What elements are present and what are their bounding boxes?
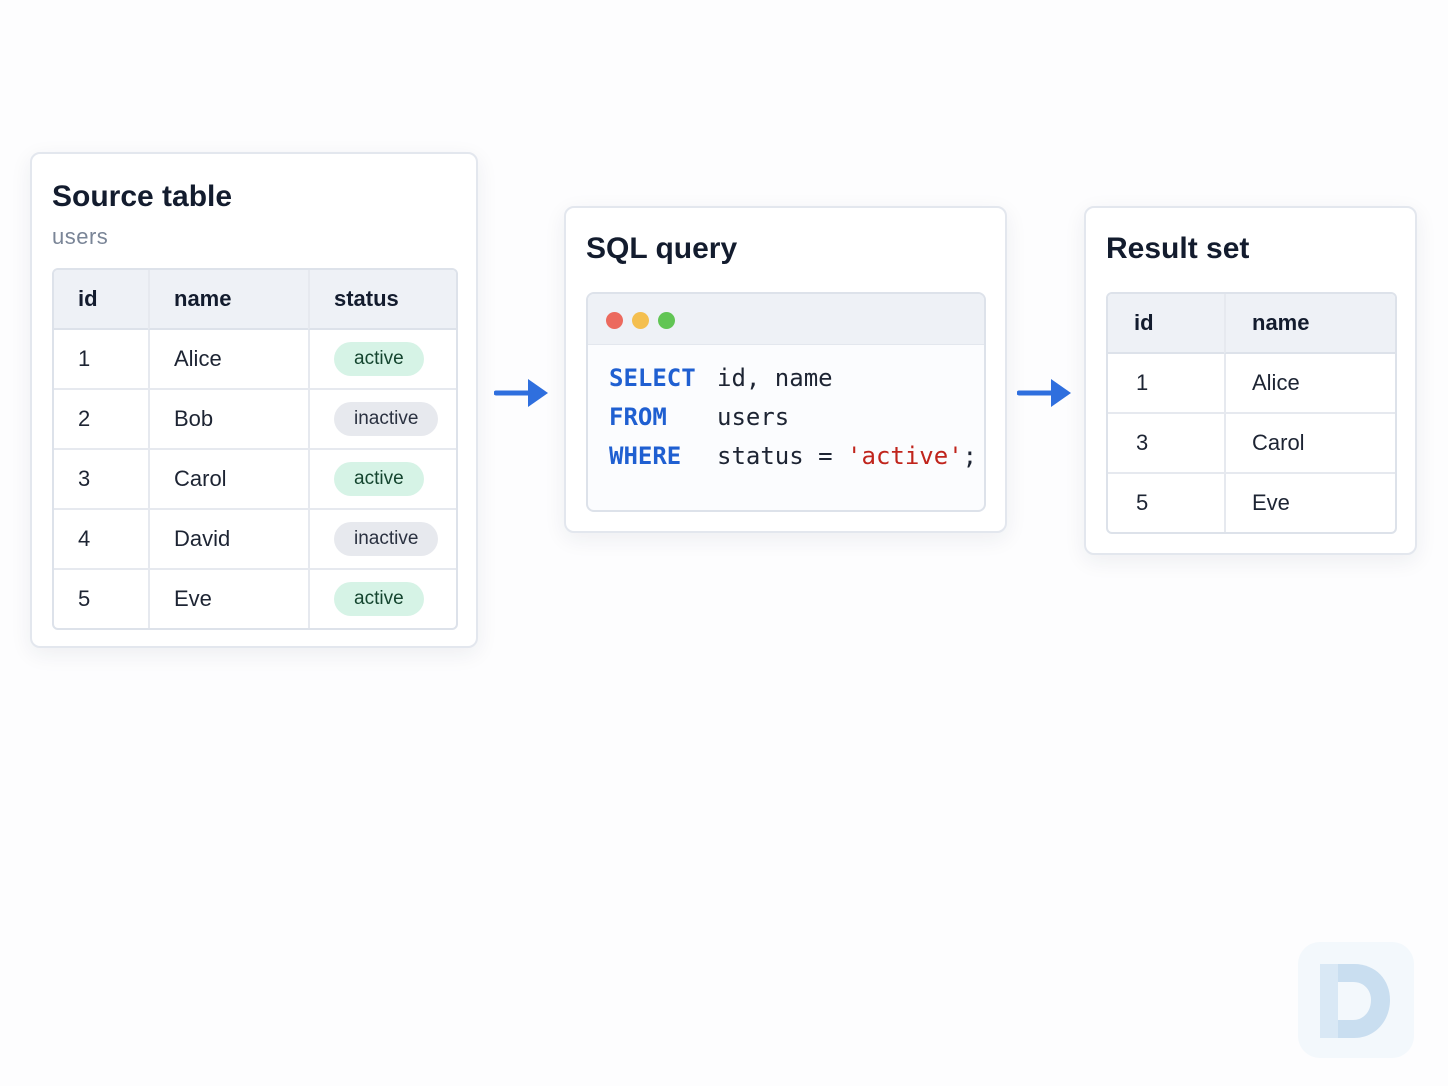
column-header: name — [148, 270, 308, 330]
cell-status: active — [308, 330, 456, 390]
cell-id: 4 — [54, 510, 148, 570]
yellow-dot-icon — [632, 312, 649, 329]
cell-status: active — [308, 450, 456, 510]
arrow-right-icon — [494, 379, 548, 407]
red-dot-icon — [606, 312, 623, 329]
cell-name: Carol — [1224, 414, 1395, 474]
source-table-subtitle: users — [52, 224, 109, 249]
sql-query-title: SQL query — [586, 232, 738, 265]
status-badge: inactive — [334, 521, 439, 557]
code-line: WHERE status = 'active'; — [609, 442, 977, 481]
status-badge: active — [334, 581, 424, 617]
cell-id: 2 — [54, 390, 148, 450]
cell-name: Eve — [148, 570, 308, 628]
source-table-card: Source table users id name status 1 Alic… — [30, 152, 478, 648]
cell-name: David — [148, 510, 308, 570]
source-table-title: Source table — [52, 180, 233, 213]
sql-code: SELECT id, name FROM users WHERE status = '… — [609, 364, 977, 481]
sql-query-card: SQL query SELECT id, name FROM users WHERE… — [564, 206, 1007, 533]
code-window-titlebar — [588, 294, 984, 345]
cell-id: 1 — [1108, 354, 1224, 414]
cell-id: 5 — [78, 586, 91, 611]
cell-name: Alice — [148, 330, 308, 390]
cell-name: Alice — [1224, 354, 1395, 414]
table-row: 3 Carol — [1108, 414, 1395, 474]
cell-name: Bob — [148, 390, 308, 450]
logo-d-icon — [1298, 942, 1414, 1058]
column-header: name — [1224, 294, 1395, 354]
result-set-card: Result set id name 1 Alice 3 Carol 5 Eve — [1084, 206, 1417, 555]
code-line: SELECT id, name — [609, 364, 977, 403]
cell-id: 3 — [1108, 414, 1224, 474]
sql-text: status = — [717, 442, 848, 470]
table-row: 2 Bob inactive — [54, 390, 456, 450]
table-row: 4 David inactive — [54, 510, 456, 570]
sql-terminator: ; — [962, 442, 978, 470]
arrow-right-icon — [1017, 379, 1071, 407]
sql-string: 'active' — [847, 442, 963, 470]
cell-id: 5 — [1136, 490, 1149, 515]
code-line: FROM users — [609, 403, 977, 442]
table-row: 1 Alice — [1108, 354, 1395, 414]
status-badge: active — [334, 461, 424, 497]
cell-status: inactive — [308, 390, 456, 450]
table-row: 3 Carol active — [54, 450, 456, 510]
source-table: id name status 1 Alice active 2 Bob inac… — [52, 268, 458, 630]
table-row: 5 Eve — [1108, 474, 1395, 532]
sql-text: id, name — [717, 364, 833, 392]
result-set-title: Result set — [1106, 232, 1250, 265]
cell-name: Eve — [1224, 474, 1395, 532]
cell-status: active — [308, 570, 456, 628]
cell-name: Carol — [148, 450, 308, 510]
sql-text: users — [717, 403, 790, 431]
result-table-header-row: id name — [1108, 294, 1395, 354]
sql-keyword: WHERE — [609, 442, 682, 470]
result-table: id name 1 Alice 3 Carol 5 Eve — [1106, 292, 1397, 534]
source-table-header-row: id name status — [54, 270, 456, 330]
sql-keyword: FROM — [609, 403, 667, 431]
status-badge: active — [334, 341, 424, 377]
cell-id: 3 — [54, 450, 148, 510]
table-row: 1 Alice active — [54, 330, 456, 390]
status-badge: inactive — [334, 401, 439, 437]
column-header: id — [1108, 294, 1224, 354]
code-window: SELECT id, name FROM users WHERE status = '… — [586, 292, 986, 512]
table-row: 5 Eve active — [54, 570, 456, 628]
column-header: status — [308, 270, 456, 330]
green-dot-icon — [658, 312, 675, 329]
column-header: id — [54, 270, 148, 330]
cell-status: inactive — [308, 510, 456, 570]
cell-id: 1 — [54, 330, 148, 390]
sql-keyword: SELECT — [609, 364, 696, 392]
